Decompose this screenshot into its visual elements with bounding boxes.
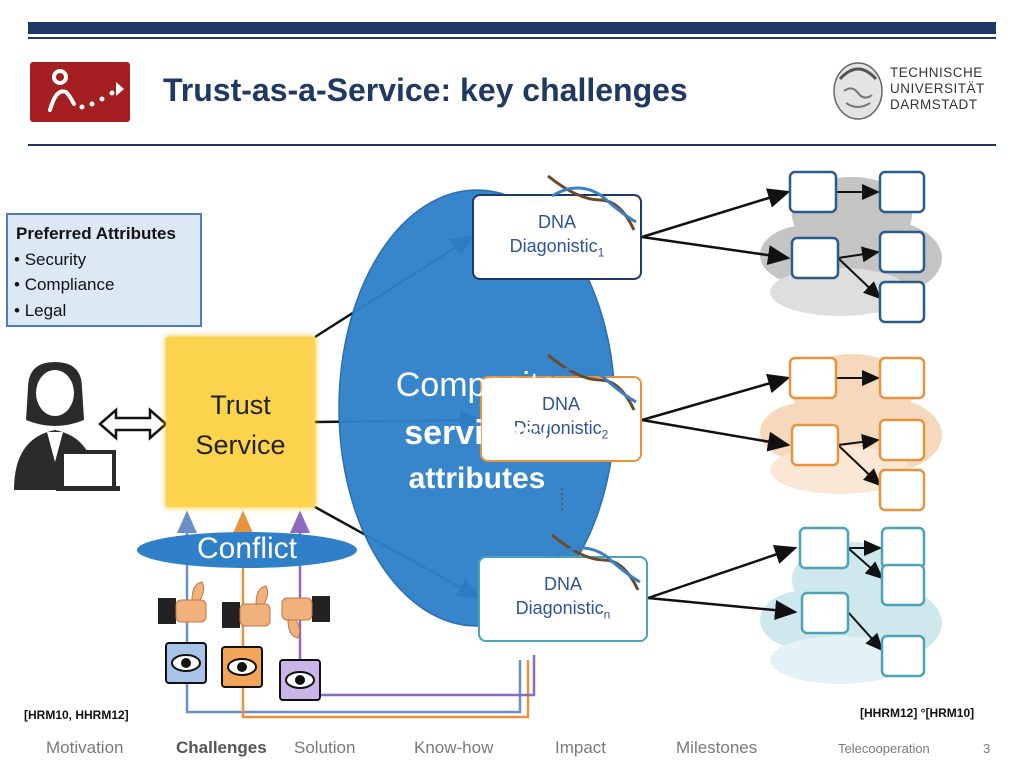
preferred-attributes-box: Preferred Attributes • Security • Compli… — [6, 213, 202, 327]
service-box-1: DNA Diagonistic1 — [472, 194, 642, 280]
service-name: DNA — [541, 394, 580, 414]
cloud-node — [878, 170, 926, 214]
eye-icon — [165, 642, 207, 684]
trust-service-label: Trust — [210, 390, 271, 420]
footer-nav-motivation[interactable]: Motivation — [46, 738, 124, 757]
conflict-label: Conflict — [196, 532, 298, 565]
conflict-ellipse — [137, 532, 357, 568]
thumbs-up-icon — [158, 581, 207, 624]
composite-label: attributes — [408, 462, 546, 495]
page-number: 3 — [983, 741, 991, 756]
cloud-node — [878, 280, 926, 324]
citation-left: [HRM10, HHRM12] — [24, 708, 129, 722]
service-box-2: DNA Diagonistic2 — [480, 376, 642, 462]
footer-nav-impact[interactable]: Impact — [555, 738, 607, 757]
service-name: DNA — [543, 574, 582, 594]
thumbs-down-icon — [281, 596, 330, 639]
dna-helix-icon — [547, 353, 637, 411]
footer-nav-milestones[interactable]: Milestones — [676, 738, 758, 757]
citation-right: [HHRM12] °[HRM10] — [860, 706, 975, 720]
telecooperation-logo — [30, 62, 130, 122]
athena-head-icon — [833, 62, 883, 120]
page-title: Trust-as-a-Service: key challenges — [163, 72, 688, 108]
user-icon — [14, 362, 120, 491]
cloud-node — [880, 634, 926, 678]
service-label: Diagonisticn — [515, 598, 611, 622]
university-name-line: DARMSTADT — [890, 97, 978, 112]
cloud-node — [878, 356, 926, 400]
trust-service-label: Service — [195, 430, 286, 460]
footer-org: Telecooperation — [838, 741, 930, 756]
service-label: Diagonistic2 — [513, 418, 609, 442]
cloud-node — [878, 468, 926, 512]
attribute-item: • Legal — [14, 301, 67, 320]
cloud-node — [788, 170, 838, 214]
footer-nav-challenges[interactable]: Challenges — [176, 738, 267, 757]
header-divider — [28, 144, 996, 146]
eye-icon — [279, 659, 321, 701]
cloud-node — [798, 526, 850, 570]
cloud-node — [880, 563, 926, 607]
university-logo: TECHNISCHE UNIVERSITÄT DARMSTADT — [820, 55, 996, 129]
footer-nav-solution[interactable]: Solution — [294, 738, 356, 757]
cloud-node — [800, 591, 850, 635]
cloud-node — [788, 356, 838, 400]
attribute-item: • Compliance — [14, 275, 115, 294]
preferred-attributes-title: Preferred Attributes — [16, 224, 176, 243]
university-name-line: UNIVERSITÄT — [890, 81, 985, 96]
service-name: DNA — [537, 212, 576, 232]
header-bar — [28, 22, 996, 34]
cloud-node — [878, 230, 926, 274]
cloud-node — [878, 418, 926, 462]
dna-helix-icon — [547, 174, 637, 231]
university-name-line: TECHNISCHE — [890, 65, 983, 80]
trust-service-box: Trust Service — [166, 337, 315, 507]
dna-helix-icon — [551, 533, 641, 591]
attribute-item: • Security — [14, 250, 87, 269]
thumbs-up-icon — [222, 585, 271, 628]
footer-nav-know-how[interactable]: Know-how — [414, 738, 494, 757]
eye-icon — [221, 646, 263, 688]
cloud-node — [790, 236, 840, 280]
service-box-n: DNA Diagonisticn — [478, 556, 648, 642]
service-label: Diagonistic1 — [509, 236, 605, 260]
composite-label: Composite — [395, 366, 559, 404]
cloud-node — [790, 423, 840, 467]
composite-label: services/ — [404, 414, 550, 452]
header-bar-thin — [28, 37, 996, 39]
